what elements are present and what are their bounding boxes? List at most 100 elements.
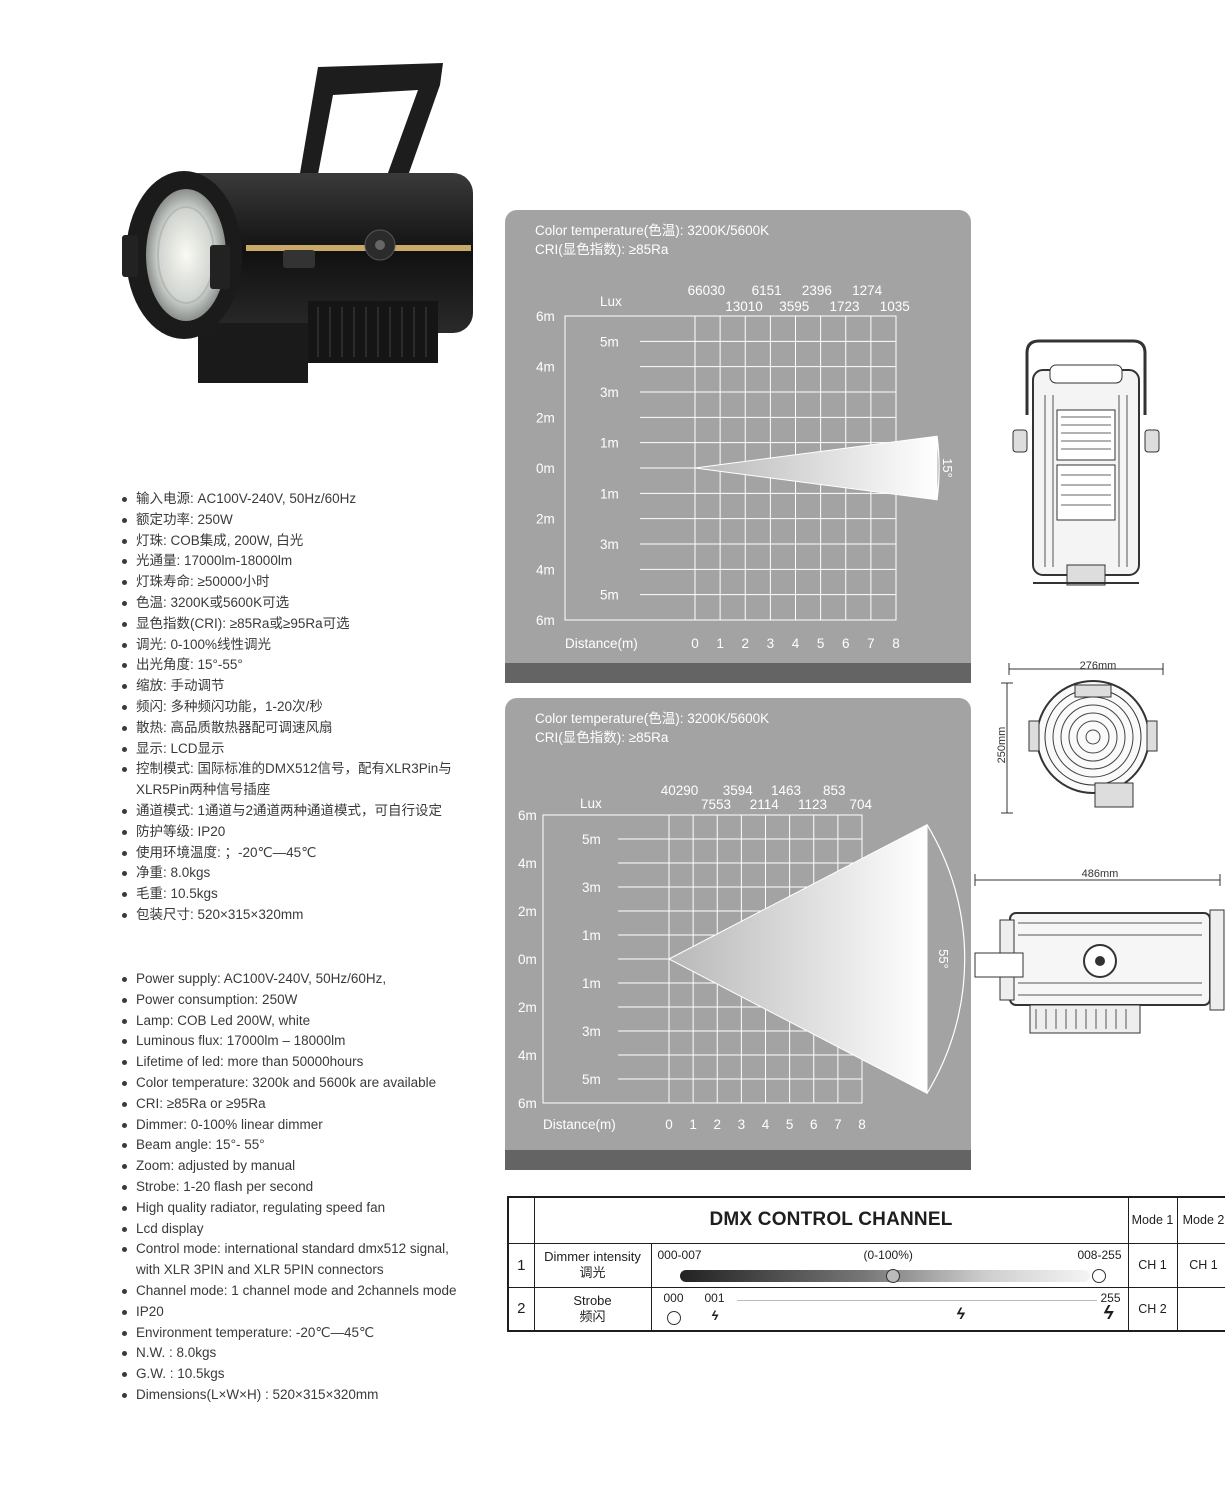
spec-item: 输入电源: AC100V-240V, 50Hz/60Hz [122, 489, 452, 510]
mode2-channel: CH 1 [1176, 1242, 1225, 1288]
range-middle: 001 [704, 1290, 725, 1305]
channel-number: 2 [507, 1286, 535, 1332]
lux-value: 3595 [779, 299, 809, 314]
dimmer-gradient-bar [679, 1269, 1090, 1282]
lux-value: 1035 [880, 299, 910, 314]
distance-tick-label: 8 [858, 1117, 866, 1132]
lux-value: 853 [823, 783, 846, 798]
distance-tick-label: 1 [716, 636, 724, 651]
lux-value: 1463 [771, 783, 801, 798]
distance-axis-label: Distance(m) [565, 636, 638, 651]
spec-item: Beam angle: 15°- 55° [122, 1135, 456, 1156]
lux-value: 7553 [701, 797, 731, 812]
range-middle: (0-100%) [863, 1247, 913, 1262]
color-temp-label: Color temperature(色温): 3200K/5600K [535, 223, 770, 238]
chart-header: Color temperature(色温): 3200K/5600K CRI(显… [535, 709, 769, 747]
function-name-cn: 频闪 [579, 1308, 606, 1324]
inner-distance-label: 3m [600, 385, 619, 400]
spec-item: 频闪: 多种频闪功能，1-20次/秒 [122, 697, 452, 718]
dimmer-end-marker [1091, 1268, 1106, 1283]
lux-value: 1123 [798, 797, 827, 812]
lux-value: 1723 [829, 299, 859, 314]
spec-item: 色温: 3200K或5600K可选 [122, 593, 452, 614]
spec-list-english: Power supply: AC100V-240V, 50Hz/60Hz, Po… [122, 969, 456, 1406]
spec-item: 使用环境温度: ；-20℃—45℃ [122, 843, 452, 864]
chart-header: Color temperature(色温): 3200K/5600K CRI(显… [535, 221, 769, 259]
side-view-drawing: 486mm [974, 868, 1225, 1034]
mode1-channel: CH 1 [1127, 1242, 1178, 1288]
channel-function: Strobe 频闪 [533, 1286, 652, 1332]
beam-angle-arc [926, 824, 966, 1094]
function-name-cn: 调光 [579, 1265, 606, 1280]
height-dimension: 250mm [996, 727, 1008, 764]
left-axis-label: 4m [536, 562, 555, 577]
spec-item-continued: with XLR 3PIN and XLR 5PIN connectors [136, 1262, 384, 1278]
header-blank [507, 1196, 535, 1244]
spec-item: G.W. : 10.5kgs [122, 1364, 456, 1385]
left-axis-label: 4m [536, 360, 555, 375]
distance-tick-label: 8 [892, 636, 900, 651]
spec-item: Dimensions(L×W×H) : 520×315×320mm [122, 1385, 456, 1406]
beam-angle-arc [936, 436, 940, 500]
spec-item: Control mode: international standard dmx… [122, 1239, 456, 1260]
spec-item: Lifetime of led: more than 50000hours [122, 1052, 456, 1073]
spec-item: Power consumption: 250W [122, 990, 456, 1011]
beam-angle-label: 55° [936, 949, 951, 969]
distance-tick-label: 5 [817, 636, 825, 651]
left-axis-label: 6m [518, 808, 537, 823]
spec-item: Luminous flux: 17000lm – 18000lm [122, 1031, 456, 1052]
color-temp-label: Color temperature(色温): 3200K/5600K [535, 711, 770, 726]
product-photo [122, 63, 473, 383]
width-dimension: 276mm [1080, 660, 1117, 672]
rear-view-drawing [1012, 339, 1160, 586]
left-axis-label: 2m [536, 512, 555, 527]
beam-chart-55: Color temperature(色温): 3200K/5600K CRI(显… [505, 698, 971, 1170]
beam-cone [667, 823, 928, 1095]
strobe-scale-line [736, 1299, 1097, 1301]
dimmer-range: 000-007 (0-100%) 008-255 [650, 1242, 1129, 1288]
inner-distance-label: 5m [582, 1072, 601, 1087]
distance-tick-label: 4 [762, 1117, 770, 1132]
spec-item: 显示: LCD显示 [122, 739, 452, 760]
spec-item: 调光: 0-100%线性调光 [122, 635, 452, 656]
spec-item: CRI: ≥85Ra or ≥95Ra [122, 1094, 456, 1115]
spec-item: 毛重: 10.5kgs [122, 884, 452, 905]
channel-number: 1 [507, 1242, 535, 1288]
range-start: 000 [663, 1290, 684, 1305]
left-axis-label: 0m [518, 952, 537, 967]
distance-tick-label: 3 [738, 1117, 746, 1132]
spec-item: 灯珠寿命: ≥50000小时 [122, 572, 452, 593]
spec-item: Channel mode: 1 channel mode and 2channe… [122, 1281, 456, 1302]
inner-distance-label: 5m [582, 832, 601, 847]
spec-item: 包装尺寸: 520×315×320mm [122, 905, 452, 926]
dimmer-mid-marker [885, 1268, 900, 1283]
function-name-en: Dimmer intensity [544, 1249, 641, 1264]
beam-cone [694, 435, 938, 501]
lux-value: 66030 [688, 283, 726, 298]
strobe-off-marker [666, 1310, 681, 1325]
distance-tick-label: 4 [792, 636, 800, 651]
spec-item: High quality radiator, regulating speed … [122, 1198, 456, 1219]
lux-value: 6151 [752, 283, 782, 298]
inner-distance-label: 3m [582, 1024, 601, 1039]
distance-tick-label: 6 [810, 1117, 818, 1132]
beam-angle-label: 15° [940, 458, 955, 478]
inner-distance-label: 1m [600, 436, 619, 451]
mode1-header: Mode 1 [1127, 1196, 1178, 1244]
lux-label: Lux [600, 294, 622, 309]
range-end: 008-255 [1077, 1247, 1122, 1262]
lux-value: 1274 [852, 283, 883, 298]
left-axis-label: 2m [518, 1000, 537, 1015]
inner-distance-label: 5m [600, 334, 619, 349]
spec-item: 散热: 高品质散热器配可调速风扇 [122, 718, 452, 739]
spec-item: Strobe: 1-20 flash per second [122, 1177, 456, 1198]
spec-item: Lamp: COB Led 200W, white [122, 1011, 456, 1032]
cri-label: CRI(显色指数): ≥85Ra [535, 730, 669, 745]
spec-item: IP20 [122, 1302, 456, 1323]
spec-list-chinese: 输入电源: AC100V-240V, 50Hz/60Hz 额定功率: 250W … [122, 489, 452, 926]
range-start: 000-007 [657, 1247, 702, 1262]
spec-item: 额定功率: 250W [122, 510, 452, 531]
